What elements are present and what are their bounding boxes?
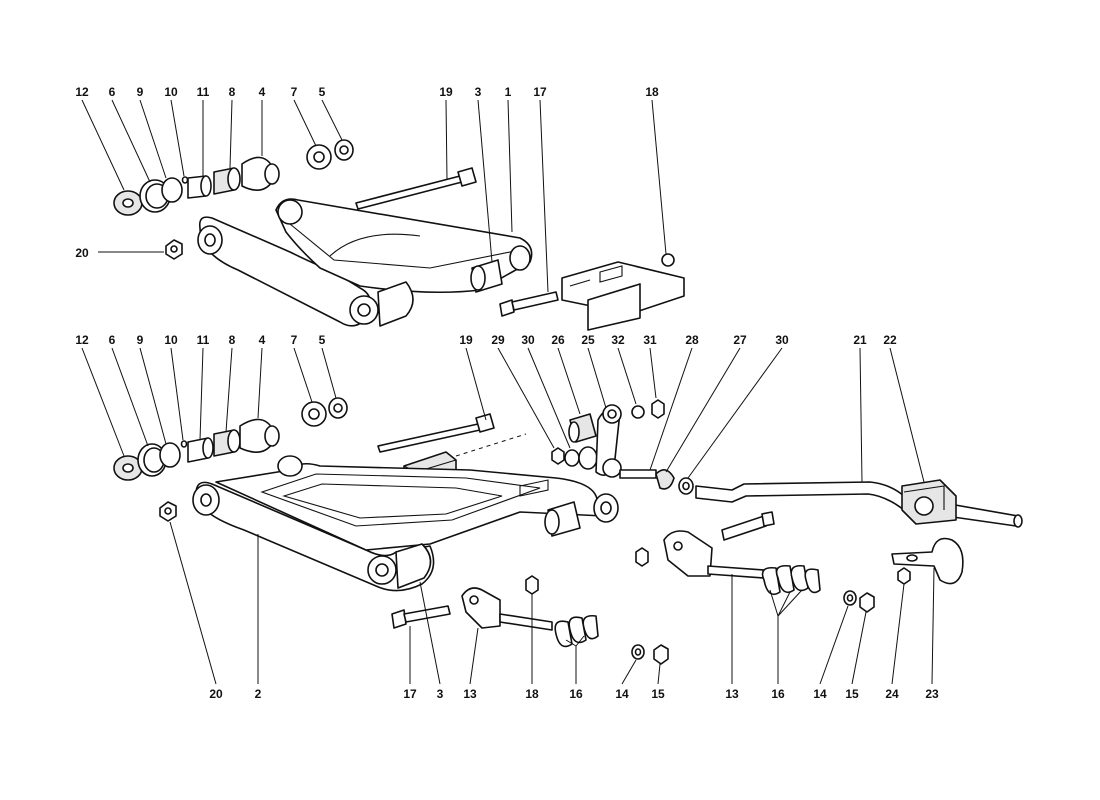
upper-wishbone-arm — [197, 198, 533, 327]
callout-labels-middle: 12 6 9 10 11 8 4 7 5 19 29 30 26 25 32 3… — [75, 333, 897, 347]
lower-long-bolt — [377, 413, 527, 457]
callout-4: 4 — [259, 85, 266, 99]
callout-3: 3 — [437, 687, 444, 701]
callout-9: 9 — [137, 333, 144, 347]
callout-12: 12 — [75, 333, 89, 347]
anti-roll-bar — [695, 481, 1023, 528]
callout-20: 20 — [75, 246, 89, 260]
callout-17: 17 — [533, 85, 547, 99]
callout-8: 8 — [229, 85, 236, 99]
callout-19: 19 — [459, 333, 473, 347]
callout-8: 8 — [229, 333, 236, 347]
lower-bolt-17 — [391, 605, 451, 629]
callout-10: 10 — [164, 333, 178, 347]
callout-labels-bottom: 20 2 17 3 13 18 16 14 15 13 16 14 15 24 … — [209, 687, 939, 701]
callout-5: 5 — [319, 333, 326, 347]
callout-30: 30 — [521, 333, 535, 347]
upper-wishbone-assembly — [113, 139, 685, 331]
callout-30: 30 — [775, 333, 789, 347]
washer-14-left — [631, 644, 645, 660]
callout-leaders — [81, 99, 935, 685]
callout-17: 17 — [403, 687, 417, 701]
callout-5: 5 — [319, 85, 326, 99]
callout-9: 9 — [137, 85, 144, 99]
callout-14: 14 — [615, 687, 629, 701]
nut-18-lower — [525, 575, 539, 595]
upper-bushing-stack — [113, 139, 354, 216]
callout-15: 15 — [651, 687, 665, 701]
callout-11: 11 — [197, 333, 210, 347]
callout-6: 6 — [109, 333, 116, 347]
nut-24 — [897, 567, 911, 585]
lower-bushing-stack — [113, 397, 348, 481]
callout-10: 10 — [164, 85, 178, 99]
callout-13: 13 — [463, 687, 477, 701]
clamp-bracket-23 — [891, 537, 964, 585]
callout-11: 11 — [197, 85, 210, 99]
callout-23: 23 — [925, 687, 939, 701]
callout-1: 1 — [505, 85, 512, 99]
callout-18: 18 — [525, 687, 539, 701]
lower-wishbone-arm — [192, 455, 619, 592]
nut-15-left — [653, 644, 669, 665]
callout-2: 2 — [255, 687, 262, 701]
lower-wishbone-assembly — [113, 397, 1023, 665]
bracket-13-right — [635, 511, 775, 579]
upper-bolt-17 — [499, 291, 559, 317]
lower-nut-20 — [159, 501, 177, 522]
callout-4: 4 — [259, 333, 266, 347]
callout-7: 7 — [291, 85, 298, 99]
callout-7: 7 — [291, 333, 298, 347]
callout-31: 31 — [643, 333, 657, 347]
upper-frame-bracket — [561, 253, 685, 331]
callout-32: 32 — [611, 333, 625, 347]
callout-12: 12 — [75, 85, 89, 99]
shim-stack-16-right — [761, 564, 821, 596]
callout-16: 16 — [771, 687, 785, 701]
callout-24: 24 — [885, 687, 899, 701]
callout-25: 25 — [581, 333, 595, 347]
link-rod-assembly — [551, 399, 694, 495]
callout-16: 16 — [569, 687, 583, 701]
callout-19: 19 — [439, 85, 453, 99]
callout-18: 18 — [645, 85, 659, 99]
callout-26: 26 — [551, 333, 565, 347]
upper-long-bolt — [355, 167, 477, 210]
callout-15: 15 — [845, 687, 859, 701]
callout-22: 22 — [883, 333, 897, 347]
upper-nut-20 — [165, 239, 183, 260]
shim-stack-16-left — [554, 614, 599, 648]
clamp-bush-22 — [901, 479, 957, 525]
callout-20: 20 — [209, 687, 223, 701]
bracket-13-left — [461, 587, 553, 631]
callout-14: 14 — [813, 687, 827, 701]
callout-labels-top: 12 6 9 10 11 8 4 7 5 19 3 1 17 18 20 — [75, 85, 659, 260]
callout-6: 6 — [109, 85, 116, 99]
callout-28: 28 — [685, 333, 699, 347]
washer-14-right — [843, 590, 857, 606]
callout-3: 3 — [475, 85, 482, 99]
callout-13: 13 — [725, 687, 739, 701]
upper-bushing-3 — [470, 259, 503, 293]
callout-27: 27 — [733, 333, 747, 347]
callout-29: 29 — [491, 333, 505, 347]
nut-15-right — [859, 592, 875, 613]
lower-bushing-3 — [544, 501, 581, 537]
callout-21: 21 — [853, 333, 867, 347]
